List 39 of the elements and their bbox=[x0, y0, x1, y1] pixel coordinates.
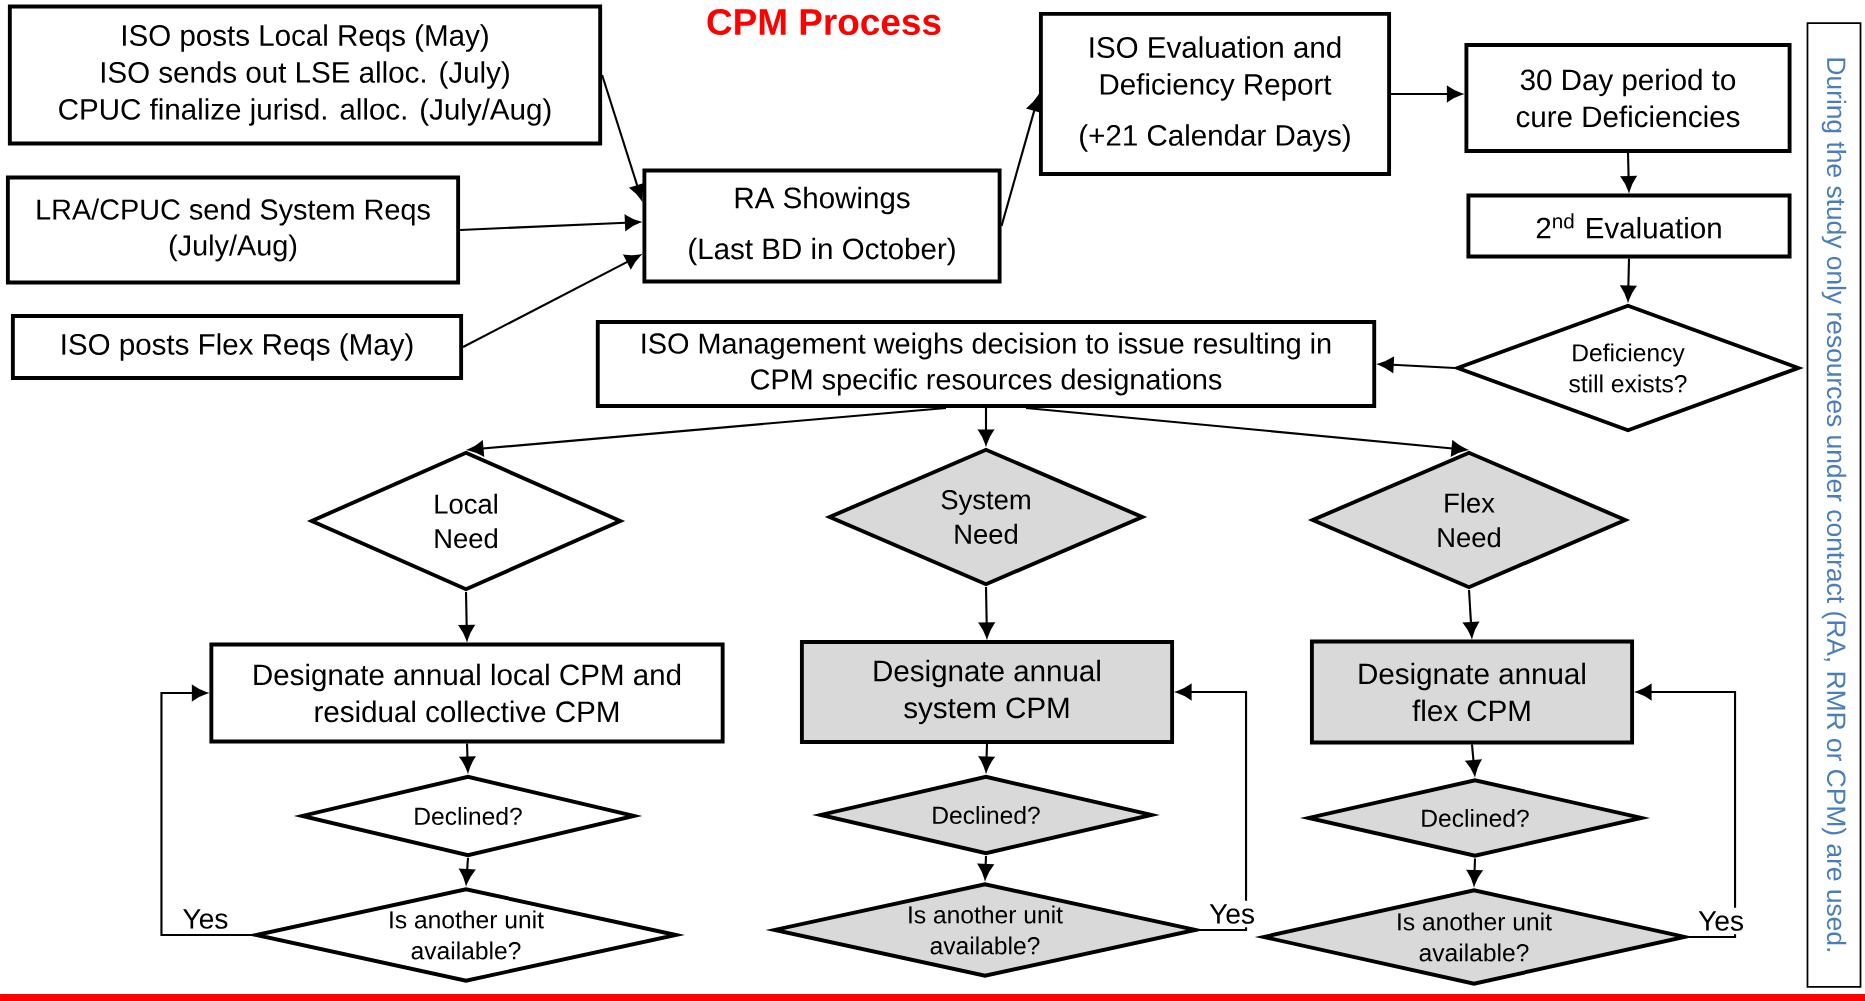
arrow bbox=[1025, 406, 1467, 457]
arrow bbox=[1463, 589, 1479, 638]
arrow bbox=[468, 406, 947, 457]
arrow bbox=[459, 743, 476, 772]
arrow bbox=[1620, 152, 1637, 192]
arrow bbox=[160, 685, 254, 937]
arrow bbox=[978, 407, 994, 445]
process-box: ISO Evaluation and Deficiency Report (+21 Calendar Days) bbox=[1038, 12, 1392, 176]
note-box: During the study only resources under contract (RA, RMR or CPM) are used. bbox=[1806, 22, 1862, 988]
arrow bbox=[1636, 684, 1737, 939]
process-box: Designate annual flex CPM bbox=[1309, 639, 1635, 745]
arrow bbox=[977, 855, 994, 880]
arrow bbox=[462, 254, 641, 348]
arrow bbox=[459, 591, 475, 641]
arrow bbox=[1000, 96, 1042, 227]
process-box: 30 Day period to cure Deficiencies bbox=[1464, 43, 1792, 153]
arrow bbox=[1176, 684, 1248, 932]
arrow bbox=[1378, 357, 1456, 373]
arrow bbox=[1465, 744, 1482, 776]
arrow bbox=[459, 857, 475, 885]
arrow bbox=[978, 743, 995, 772]
process-box: LRA/CPUC send System Reqs (July/Aug) bbox=[5, 175, 461, 285]
arrow bbox=[1620, 258, 1637, 301]
arrow bbox=[1391, 86, 1463, 102]
process-box: ISO Management weighs decision to issue resulting in CPM specific resources designations bbox=[595, 320, 1377, 408]
edge-label: Yes bbox=[1205, 900, 1259, 928]
arrow bbox=[601, 74, 645, 200]
process-box: 2$^{nd}$ Evaluation bbox=[1466, 193, 1792, 259]
process-box: Designate annual local CPM and residual collective CPM bbox=[209, 642, 725, 744]
process-box: ISO posts Local Reqs (May) ISO sends out LSE alloc. (July) CPUC finalize jurisd. alloc. (July/Aug) bbox=[7, 4, 603, 146]
process-box: ISO posts Flex Reqs (May) bbox=[10, 314, 464, 380]
process-box: Designate annual system CPM bbox=[799, 640, 1175, 744]
arrow bbox=[1466, 858, 1483, 886]
title: CPM Process bbox=[707, 8, 941, 36]
arrow bbox=[979, 586, 995, 638]
edge-label: Yes bbox=[179, 905, 232, 933]
edge-label: Yes bbox=[1694, 907, 1748, 935]
process-box: RA Showings (Last BD in October) bbox=[642, 168, 1002, 284]
arrow bbox=[460, 215, 641, 232]
